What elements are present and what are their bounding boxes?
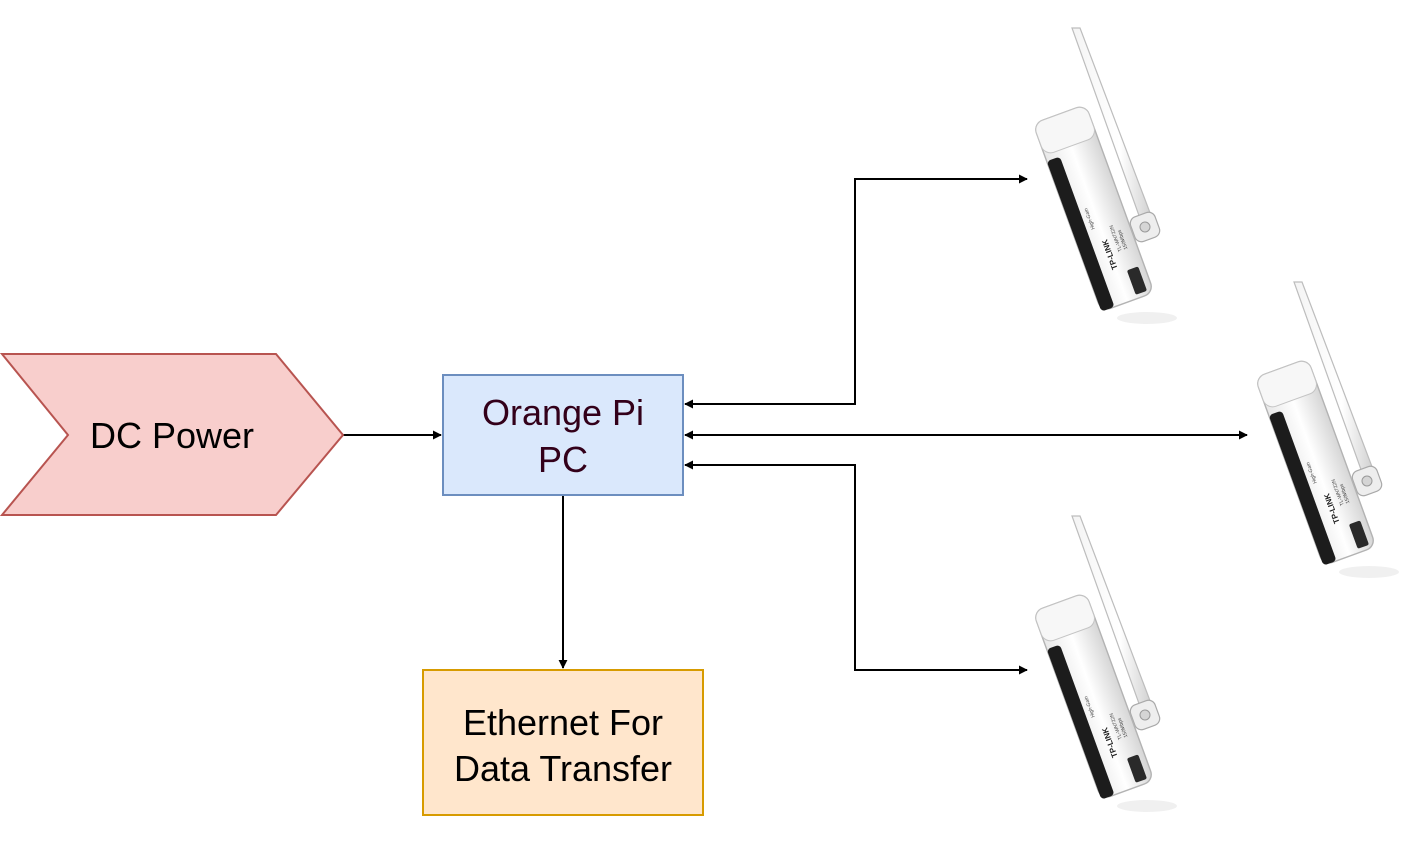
usb-wifi-adapter-icon <box>1032 27 1178 325</box>
orange-pi-box <box>442 374 684 496</box>
connector-orangepi-adapter-top <box>684 174 1028 409</box>
usb-wifi-adapter-icon <box>1254 281 1400 579</box>
ethernet-label-line1: Ethernet For <box>463 702 663 743</box>
orange-pi-label-line2: PC <box>538 439 588 480</box>
dc-power-shape <box>0 353 345 516</box>
dc-power-node: DC Power <box>0 353 345 516</box>
dc-power-label: DC Power <box>90 415 254 456</box>
connector-orangepi-adapter-bottom <box>684 460 1028 675</box>
ethernet-box <box>422 669 704 816</box>
connectors <box>343 174 1248 675</box>
usb-wifi-adapter-icon <box>1032 515 1178 813</box>
ethernet-node: Ethernet For Data Transfer <box>422 669 704 816</box>
orange-pi-node: Orange Pi PC <box>442 374 684 496</box>
orange-pi-label-line1: Orange Pi <box>482 392 644 433</box>
ethernet-label-line2: Data Transfer <box>454 748 672 789</box>
